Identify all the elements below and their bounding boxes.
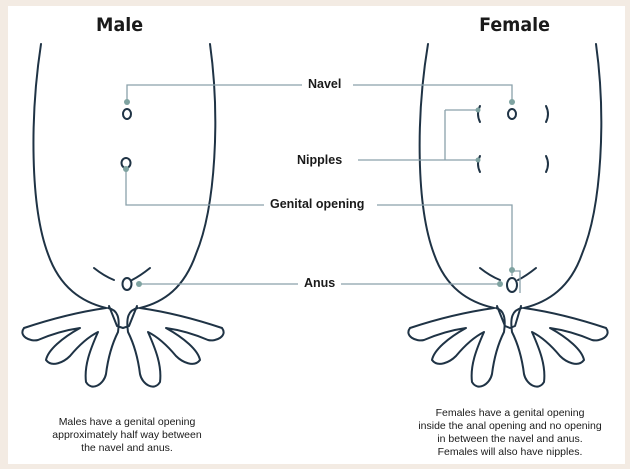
label-anus: Anus	[298, 276, 341, 290]
diagram-art	[8, 6, 625, 464]
heading-male: Male	[96, 14, 143, 36]
male-navel-marker	[124, 99, 130, 105]
label-nipples: Nipples	[291, 153, 348, 167]
female-genital-marker	[509, 267, 515, 273]
female-hind-flippers	[408, 306, 607, 387]
female-body-outline	[420, 44, 494, 308]
female-anus-opening	[507, 278, 517, 292]
heading-female: Female	[479, 14, 550, 36]
female-nipple-mark	[546, 156, 548, 172]
navel-leader-male	[127, 85, 308, 102]
caption-line: the navel and anus.	[22, 442, 232, 455]
genital-leader-male	[126, 169, 270, 205]
male-body-outline-right	[140, 44, 215, 308]
caption-line: Females will also have nipples.	[400, 446, 620, 459]
female-anus-marker	[497, 281, 503, 287]
navel-leader-female	[353, 85, 512, 102]
female-nipple-marker	[476, 108, 481, 113]
male-hip-curve-right	[132, 268, 150, 280]
female-hip-curve	[480, 268, 500, 280]
caption-line: in between the navel and anus.	[400, 433, 620, 446]
diagram-panel: Male Female Navel Nipples Genital openin…	[8, 6, 625, 464]
genital-leader-female	[377, 205, 512, 276]
label-genital-opening: Genital opening	[264, 197, 370, 211]
male-hind-flippers	[22, 306, 223, 387]
male-hip-curve	[94, 268, 114, 280]
male-anus-opening	[123, 278, 132, 290]
male-genital-marker	[123, 166, 129, 172]
male-anus-marker	[136, 281, 142, 287]
female-nipple-mark	[546, 106, 548, 122]
label-navel: Navel	[302, 77, 347, 91]
male-navel-opening	[123, 109, 131, 119]
caption-line: approximately half way between	[22, 429, 232, 442]
female-nipple-marker	[476, 158, 481, 163]
caption-male: Males have a genital opening approximate…	[22, 416, 232, 455]
caption-line: Males have a genital opening	[22, 416, 232, 429]
female-navel-opening	[508, 109, 516, 119]
female-hip-curve-right	[518, 268, 536, 280]
caption-line: Females have a genital opening	[400, 407, 620, 420]
caption-line: inside the anal opening and no opening	[400, 420, 620, 433]
female-navel-marker	[509, 99, 515, 105]
caption-female: Females have a genital opening inside th…	[400, 407, 620, 459]
nipples-leader	[358, 110, 478, 160]
